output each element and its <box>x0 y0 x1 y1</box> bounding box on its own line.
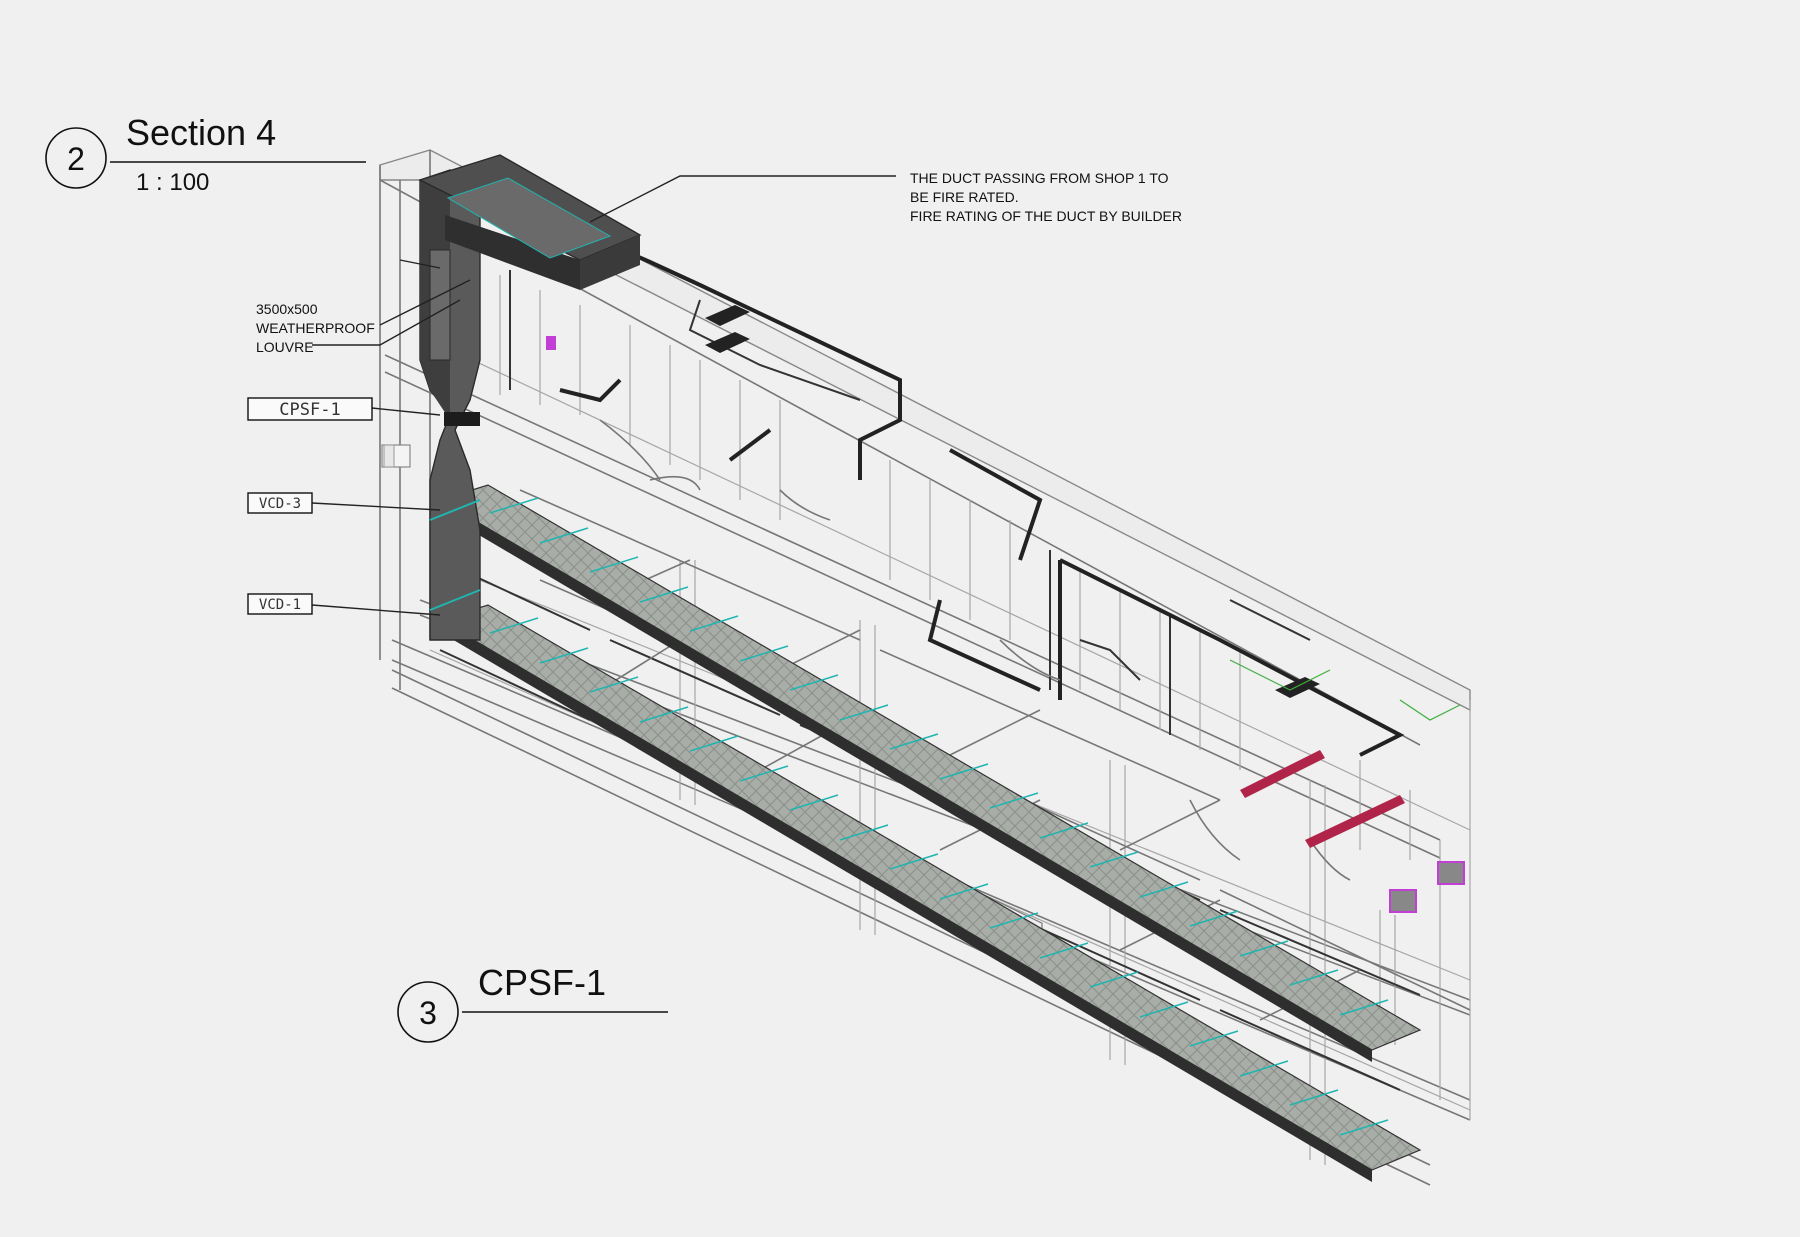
fire-rated-duct <box>418 154 642 361</box>
tag-cpsf: CPSF-1 <box>247 397 373 421</box>
fire-dampers <box>1240 750 1405 848</box>
leader-lines <box>311 175 896 616</box>
curtain-wall-mullions <box>499 270 1411 860</box>
note-line: WEATHERPROOF <box>256 320 375 336</box>
view-title: Section 4 <box>126 112 276 153</box>
view-scale: 1 : 100 <box>136 169 209 196</box>
green-pipework <box>1229 659 1461 721</box>
note-line: FIRE RATING OF THE DUCT BY BUILDER <box>910 208 1182 224</box>
callout-number: 2 <box>67 141 85 177</box>
duct-joints-upper <box>489 497 1389 1016</box>
note-line: BE FIRE RATED. <box>910 189 1019 205</box>
fire-rating-note: THE DUCT PASSING FROM SHOP 1 TO BE FIRE … <box>910 170 1182 224</box>
tag-vcd3: VCD-3 <box>247 492 313 514</box>
building-structure <box>379 149 1471 1186</box>
note-line: 3500x500 <box>256 301 318 317</box>
cpsf-callout: 3 CPSF-1 <box>397 962 668 1043</box>
fan-coil-units <box>705 305 1320 698</box>
tag-label: VCD-1 <box>259 597 301 613</box>
access-panels <box>546 336 1465 913</box>
note-line: THE DUCT PASSING FROM SHOP 1 TO <box>910 170 1169 186</box>
section-callout: 2 Section 4 1 : 100 <box>45 112 366 196</box>
tag-label: CPSF-1 <box>279 400 340 420</box>
callout-bubble <box>397 981 459 1043</box>
tag-vcd1: VCD-1 <box>247 593 313 615</box>
louvre-note: 3500x500 WEATHERPROOF LOUVRE <box>256 301 375 355</box>
duct-joints-lower <box>489 617 1389 1136</box>
ground-partitions <box>559 378 1141 700</box>
ductwork <box>418 154 1465 1182</box>
view-title: CPSF-1 <box>478 962 606 1003</box>
callout-bubble <box>45 127 107 189</box>
supply-duct-lower-run <box>438 604 1422 1182</box>
note-line: LOUVRE <box>256 339 314 355</box>
callout-number: 3 <box>419 995 437 1031</box>
tag-label: VCD-3 <box>259 496 301 512</box>
cpsf-damper-band <box>444 412 480 426</box>
